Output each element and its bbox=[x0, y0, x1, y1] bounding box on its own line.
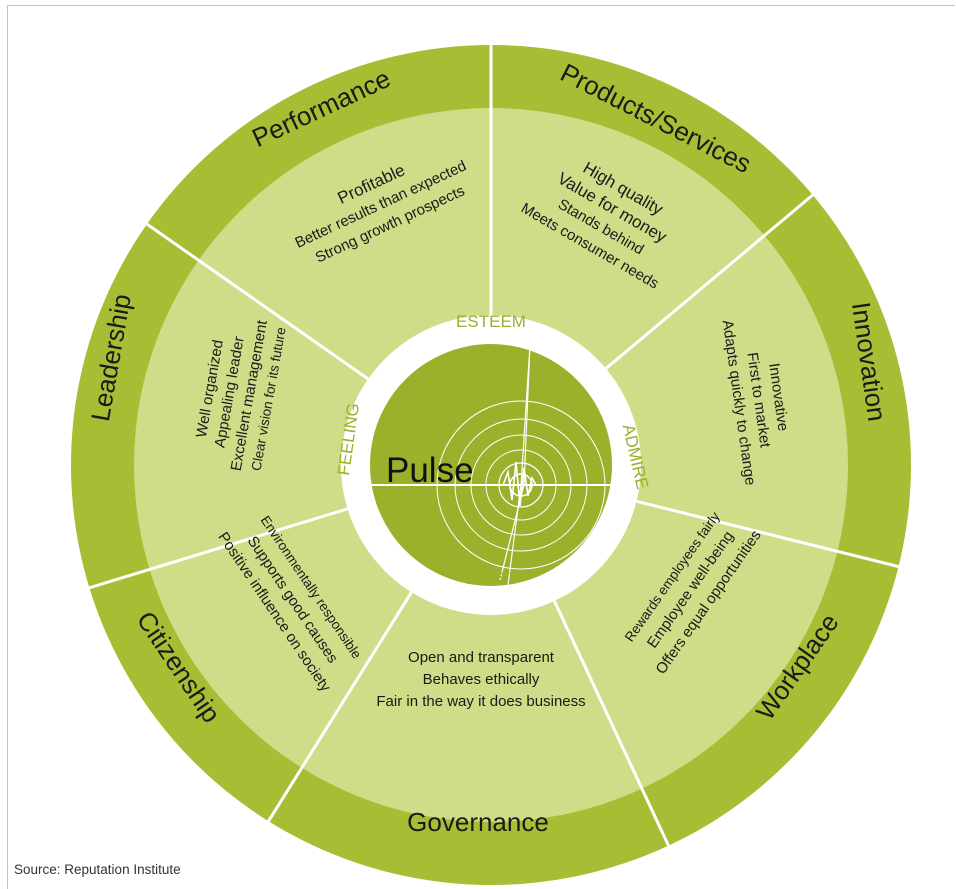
figure-frame bbox=[7, 5, 955, 889]
center-disc bbox=[370, 344, 612, 586]
segment-separator bbox=[604, 193, 814, 370]
attribute-label: Behaves ethically bbox=[423, 671, 540, 688]
center-label: Pulse bbox=[386, 451, 474, 490]
pulse-radar-icon bbox=[370, 344, 612, 586]
source-note: Source: Reputation Institute bbox=[14, 862, 181, 877]
segment-separator bbox=[636, 499, 899, 569]
segment-name-governance: Governance bbox=[407, 807, 549, 837]
segment-separator bbox=[88, 507, 348, 590]
segment-separator bbox=[553, 600, 670, 847]
attribute-label: Fair in the way it does business bbox=[376, 693, 585, 710]
dimension-esteem: ESTEEM bbox=[456, 312, 526, 331]
segment-separators bbox=[88, 45, 899, 847]
segment-separator bbox=[146, 222, 369, 381]
attribute-label: Open and transparent bbox=[408, 649, 555, 666]
segment-separator bbox=[267, 591, 413, 822]
dimension-trust: TRUST bbox=[463, 569, 520, 588]
